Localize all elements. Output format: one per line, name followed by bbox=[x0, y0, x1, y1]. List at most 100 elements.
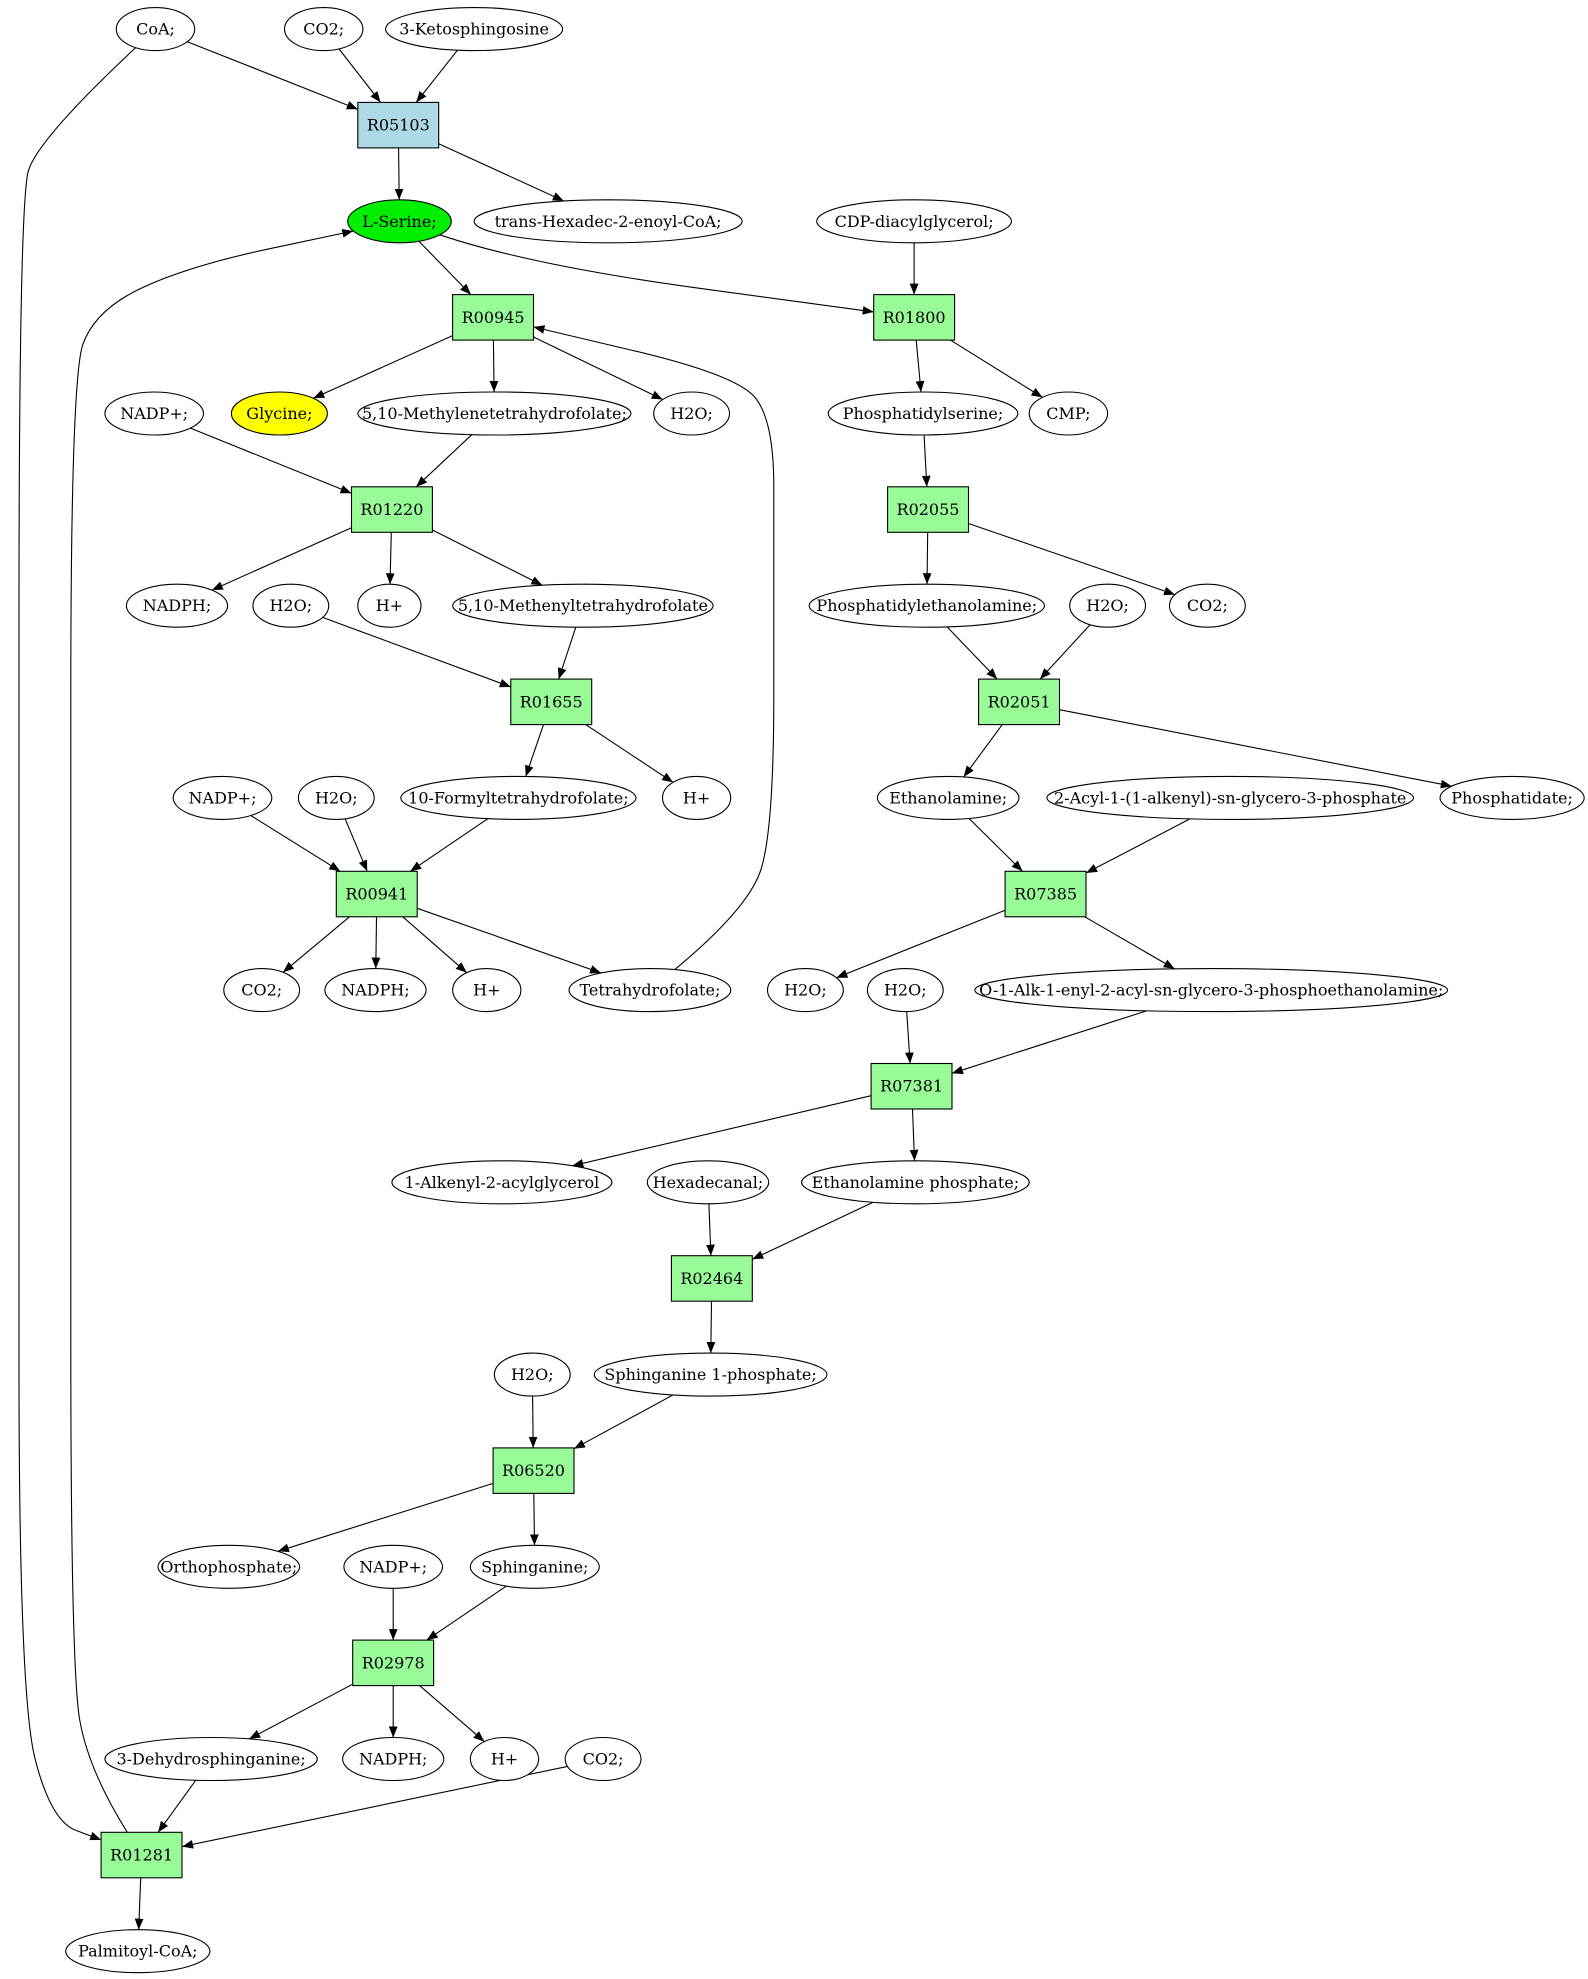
compound-label: Ethanolamine phosphate; bbox=[812, 1173, 1019, 1192]
compound-node-thf[interactable]: Tetrahydrofolate; bbox=[568, 968, 732, 1013]
compound-ellipse bbox=[866, 968, 944, 1013]
compound-node-ethanolaminephosphate[interactable]: Ethanolamine phosphate; bbox=[801, 1160, 1030, 1205]
edge-R07385-to-oalk bbox=[1084, 916, 1175, 970]
compound-label: trans-Hexadec-2-enoyl-CoA; bbox=[495, 212, 722, 231]
compound-node-palmitoylcoa[interactable]: Palmitoyl-CoA; bbox=[65, 1929, 211, 1974]
compound-node-h2o_5[interactable]: H2O; bbox=[766, 968, 844, 1013]
compound-label: H2O; bbox=[269, 596, 312, 615]
edge-R00941-to-hplus_3 bbox=[402, 916, 468, 974]
reaction-node-R02464[interactable]: R02464 bbox=[670, 1255, 753, 1302]
compound-node-nadph_2[interactable]: NADPH; bbox=[324, 968, 427, 1013]
reaction-label: R01220 bbox=[360, 500, 423, 519]
compound-label: Phosphatidylserine; bbox=[843, 404, 1004, 423]
compound-node-transhexadec[interactable]: trans-Hexadec-2-enoyl-CoA; bbox=[473, 199, 743, 244]
edge-formylthf-to-R00941 bbox=[409, 818, 489, 872]
edge-coa_top-to-R01281 bbox=[18, 47, 137, 1841]
compound-node-pe[interactable]: Phosphatidylethanolamine; bbox=[808, 583, 1045, 628]
compound-node-nadpplus_2[interactable]: NADP+; bbox=[172, 775, 273, 820]
compound-node-methylenethf[interactable]: 5,10-Methylenetetrahydrofolate; bbox=[357, 391, 632, 436]
compound-node-co2_3[interactable]: CO2; bbox=[223, 968, 301, 1013]
reaction-node-R02055[interactable]: R02055 bbox=[887, 486, 970, 533]
compound-node-alkenylacylglycerol[interactable]: 1-Alkenyl-2-acylglycerol bbox=[391, 1160, 613, 1205]
reaction-node-R07381[interactable]: R07381 bbox=[870, 1062, 953, 1110]
edge-sphinganine1p-to-R06520 bbox=[573, 1394, 674, 1450]
reaction-node-R01281[interactable]: R01281 bbox=[100, 1831, 183, 1879]
compound-node-formylthf[interactable]: 10-Formyltetrahydrofolate; bbox=[400, 775, 637, 820]
reaction-box bbox=[357, 101, 440, 149]
compound-node-h2o_1[interactable]: H2O; bbox=[653, 391, 731, 436]
compound-node-nadph_1[interactable]: NADPH; bbox=[125, 583, 229, 628]
edge-R01800-to-phosphatidylserine bbox=[915, 340, 925, 393]
reaction-node-R01220[interactable]: R01220 bbox=[350, 486, 433, 533]
reaction-node-R02978[interactable]: R02978 bbox=[352, 1639, 435, 1687]
compound-node-h2o_7[interactable]: H2O; bbox=[493, 1352, 571, 1397]
compound-node-h2o_4[interactable]: H2O; bbox=[297, 775, 375, 820]
compound-node-hplus_4[interactable]: H+ bbox=[469, 1736, 540, 1782]
compound-node-co2_top[interactable]: CO2; bbox=[283, 7, 364, 52]
reaction-node-R00945[interactable]: R00945 bbox=[452, 294, 535, 341]
compound-node-sphinganine[interactable]: Sphinganine; bbox=[469, 1544, 600, 1589]
compound-ellipse bbox=[297, 775, 375, 820]
reaction-node-R06520[interactable]: R06520 bbox=[492, 1447, 575, 1494]
edge-R00941-to-thf bbox=[417, 907, 602, 974]
compound-node-dehydrosphinganine[interactable]: 3-Dehydrosphinganine; bbox=[104, 1736, 318, 1782]
edge-thf-to-R00945 bbox=[533, 325, 775, 971]
reaction-node-R00941[interactable]: R00941 bbox=[335, 870, 418, 918]
compound-node-nadph_3[interactable]: NADPH; bbox=[342, 1736, 445, 1782]
compound-node-hexadecanal[interactable]: Hexadecanal; bbox=[646, 1160, 770, 1205]
reaction-box bbox=[335, 870, 418, 918]
compound-node-h2o_3[interactable]: H2O; bbox=[1069, 583, 1147, 628]
compound-node-glycine[interactable]: Glycine; bbox=[230, 391, 328, 436]
reaction-node-R01800[interactable]: R01800 bbox=[873, 294, 956, 341]
edge-R02978-to-hplus_4 bbox=[419, 1685, 485, 1743]
compound-ellipse bbox=[357, 391, 632, 436]
compound-label: Phosphatidylethanolamine; bbox=[816, 596, 1037, 615]
compound-node-phosphatidate[interactable]: Phosphatidate; bbox=[1439, 775, 1585, 820]
compound-node-co2_2[interactable]: CO2; bbox=[1168, 583, 1246, 628]
compound-node-ethanolamine[interactable]: Ethanolamine; bbox=[876, 775, 1020, 820]
compound-label: O-1-Alk-1-enyl-2-acyl-sn-glycero-3-phosp… bbox=[979, 981, 1443, 1000]
compound-ellipse bbox=[342, 1736, 445, 1782]
reaction-node-R05103[interactable]: R05103 bbox=[357, 101, 440, 149]
compound-node-phosphatidylserine[interactable]: Phosphatidylserine; bbox=[827, 391, 1019, 436]
edge-co2_top-to-R05103 bbox=[338, 48, 382, 103]
compound-node-hplus_3[interactable]: H+ bbox=[452, 968, 522, 1013]
edge-R01655-to-hplus_2 bbox=[585, 724, 674, 783]
edge-R07385-to-h2o_5 bbox=[836, 909, 1006, 979]
reaction-box bbox=[873, 294, 956, 341]
compound-node-nadpplus_3[interactable]: NADP+; bbox=[343, 1544, 444, 1589]
reaction-node-R02051[interactable]: R02051 bbox=[978, 678, 1061, 726]
compound-node-orthophosphate[interactable]: Orthophosphate; bbox=[157, 1544, 301, 1589]
reaction-box bbox=[350, 486, 433, 533]
compound-node-h2o_2[interactable]: H2O; bbox=[252, 583, 330, 628]
compound-node-ketosphingosine[interactable]: 3-Ketosphingosine bbox=[385, 7, 564, 52]
compound-node-hplus_1[interactable]: H+ bbox=[357, 583, 422, 628]
compound-ellipse bbox=[1168, 583, 1246, 628]
compound-node-co2_4[interactable]: CO2; bbox=[564, 1736, 642, 1782]
compound-node-oalk[interactable]: O-1-Alk-1-enyl-2-acyl-sn-glycero-3-phosp… bbox=[974, 968, 1449, 1013]
reaction-box bbox=[870, 1062, 953, 1110]
compound-node-lserine[interactable]: L-Serine; bbox=[347, 199, 452, 244]
compound-node-coa_top[interactable]: CoA; bbox=[115, 7, 196, 52]
compound-node-hplus_2[interactable]: H+ bbox=[661, 775, 732, 820]
reaction-box bbox=[352, 1639, 435, 1687]
compound-node-nadpplus_1[interactable]: NADP+; bbox=[104, 391, 205, 436]
compound-ellipse bbox=[473, 199, 743, 244]
reaction-node-R01655[interactable]: R01655 bbox=[510, 678, 593, 726]
compound-node-methenylthf[interactable]: 5,10-Methenyltetrahydrofolate bbox=[452, 583, 714, 628]
compound-node-sphinganine1p[interactable]: Sphinganine 1-phosphate; bbox=[593, 1352, 828, 1397]
compound-ellipse bbox=[876, 775, 1020, 820]
compound-node-h2o_6[interactable]: H2O; bbox=[866, 968, 944, 1013]
edge-h2o_6-to-R07381 bbox=[904, 1011, 914, 1064]
compound-ellipse bbox=[493, 1352, 571, 1397]
reaction-label: R00945 bbox=[462, 308, 525, 327]
compound-ellipse bbox=[343, 1544, 444, 1589]
compound-node-acylalkenyl[interactable]: 2-Acyl-1-(1-alkenyl)-sn-glycero-3-phosph… bbox=[1046, 775, 1415, 820]
reaction-node-R07385[interactable]: R07385 bbox=[1004, 870, 1087, 918]
compound-label: 10-Formyltetrahydrofolate; bbox=[408, 788, 628, 807]
edge-dehydrosphinganine-to-R01281 bbox=[157, 1779, 197, 1833]
compound-node-cdpdag[interactable]: CDP-diacylglycerol; bbox=[816, 199, 1013, 244]
compound-label: NADP+; bbox=[189, 788, 257, 807]
compound-node-cmp[interactable]: CMP; bbox=[1028, 391, 1109, 436]
